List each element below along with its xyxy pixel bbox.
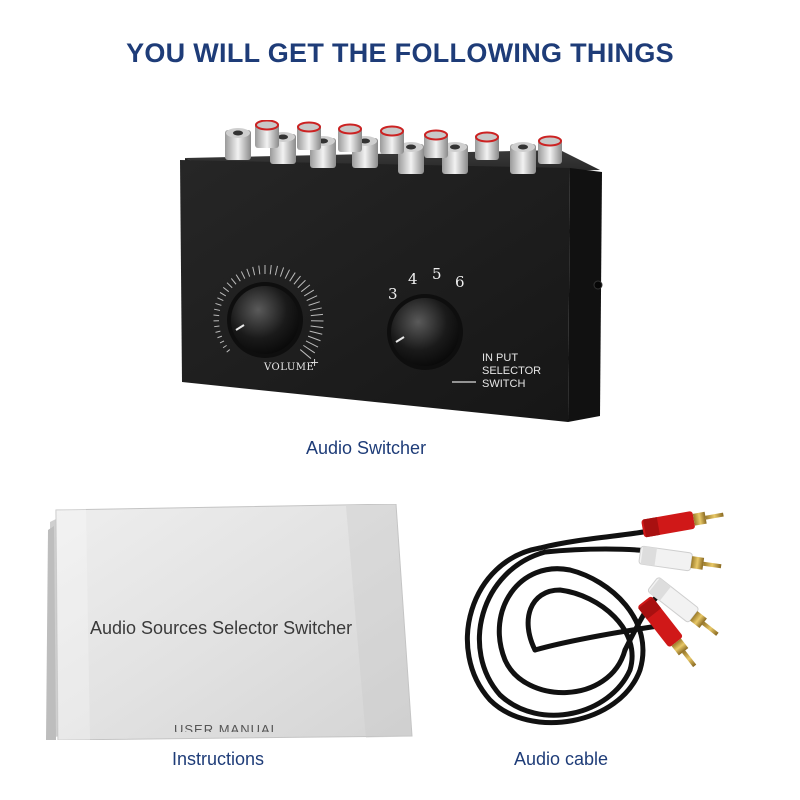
volume-scale-tick (300, 284, 311, 293)
volume-scale-tick (310, 313, 324, 317)
volume-scale-tick (258, 265, 261, 275)
volume-scale-tick (309, 330, 323, 335)
volume-scale-tick (219, 340, 225, 344)
audio-switcher-caption: Audio Switcher (306, 438, 427, 458)
volume-scale-tick (226, 282, 233, 289)
audio-cable-image (450, 500, 760, 730)
selector-line-1: IN PUT (482, 352, 519, 364)
volume-scale-tick (217, 335, 223, 339)
selector-number-4: 4 (408, 270, 418, 288)
volume-scale-tick (226, 349, 231, 353)
volume-scale-tick (289, 272, 296, 282)
volume-scale-tick (252, 266, 256, 276)
volume-label: VOLUME (264, 362, 315, 373)
manual-footer-text: USER MANUAL (174, 722, 279, 732)
volume-scale-tick (303, 289, 315, 297)
volume-scale-tick (222, 286, 230, 293)
volume-scale-tick (274, 265, 278, 276)
volume-scale-tick (307, 335, 321, 342)
volume-scale-tick (214, 325, 220, 328)
volume-scale-tick (240, 271, 246, 279)
volume-scale-tick (299, 349, 312, 359)
volume-scale-tick (246, 268, 251, 277)
volume-scale-tick (230, 278, 237, 285)
selector-line-3: SWITCH (482, 378, 526, 390)
instructions-caption: Instructions (172, 749, 265, 769)
selector-line-2: SELECTOR (482, 365, 542, 377)
volume-scale-tick (309, 307, 322, 311)
volume-scale-tick (217, 297, 224, 302)
volume-scale-tick (269, 265, 272, 275)
instruction-manual-image: Audio Sources Selector Switcher USER MAN… (46, 504, 416, 740)
volume-scale-tick (305, 340, 319, 348)
volume-scale-tick (308, 301, 320, 306)
audio-switcher-image: VOLUME + 3 4 5 6 IN PUT SELECTOR SWITCH (170, 120, 630, 430)
selector-number-5: 5 (432, 265, 442, 283)
volume-scale-tick (219, 292, 227, 297)
volume-scale-tick (235, 274, 241, 282)
manual-title: Audio Sources Selector Switcher (90, 618, 353, 638)
volume-scale-tick (215, 330, 221, 333)
input-selector-switch-label: IN PUT SELECTOR SWITCH (482, 352, 541, 391)
selector-number-3: 3 (388, 285, 398, 303)
volume-scale-tick (306, 295, 318, 302)
volume-scale-tick (293, 275, 301, 285)
volume-scale-tick (310, 325, 324, 329)
volume-scale-tick (222, 344, 227, 349)
volume-plus-mark: + (310, 356, 320, 369)
volume-scale-tick (303, 344, 316, 354)
volume-scale-tick (284, 269, 290, 279)
volume-scale-tick (297, 279, 306, 289)
selector-number-6: 6 (455, 273, 465, 291)
page-headline: YOU WILL GET THE FOLLOWING THINGS (126, 38, 674, 68)
volume-scale-tick (279, 267, 285, 277)
volume-scale-tick (215, 302, 222, 306)
volume-scale-tick (213, 314, 220, 317)
volume-scale-tick (214, 308, 221, 311)
audio-cable-caption: Audio cable (514, 749, 609, 769)
